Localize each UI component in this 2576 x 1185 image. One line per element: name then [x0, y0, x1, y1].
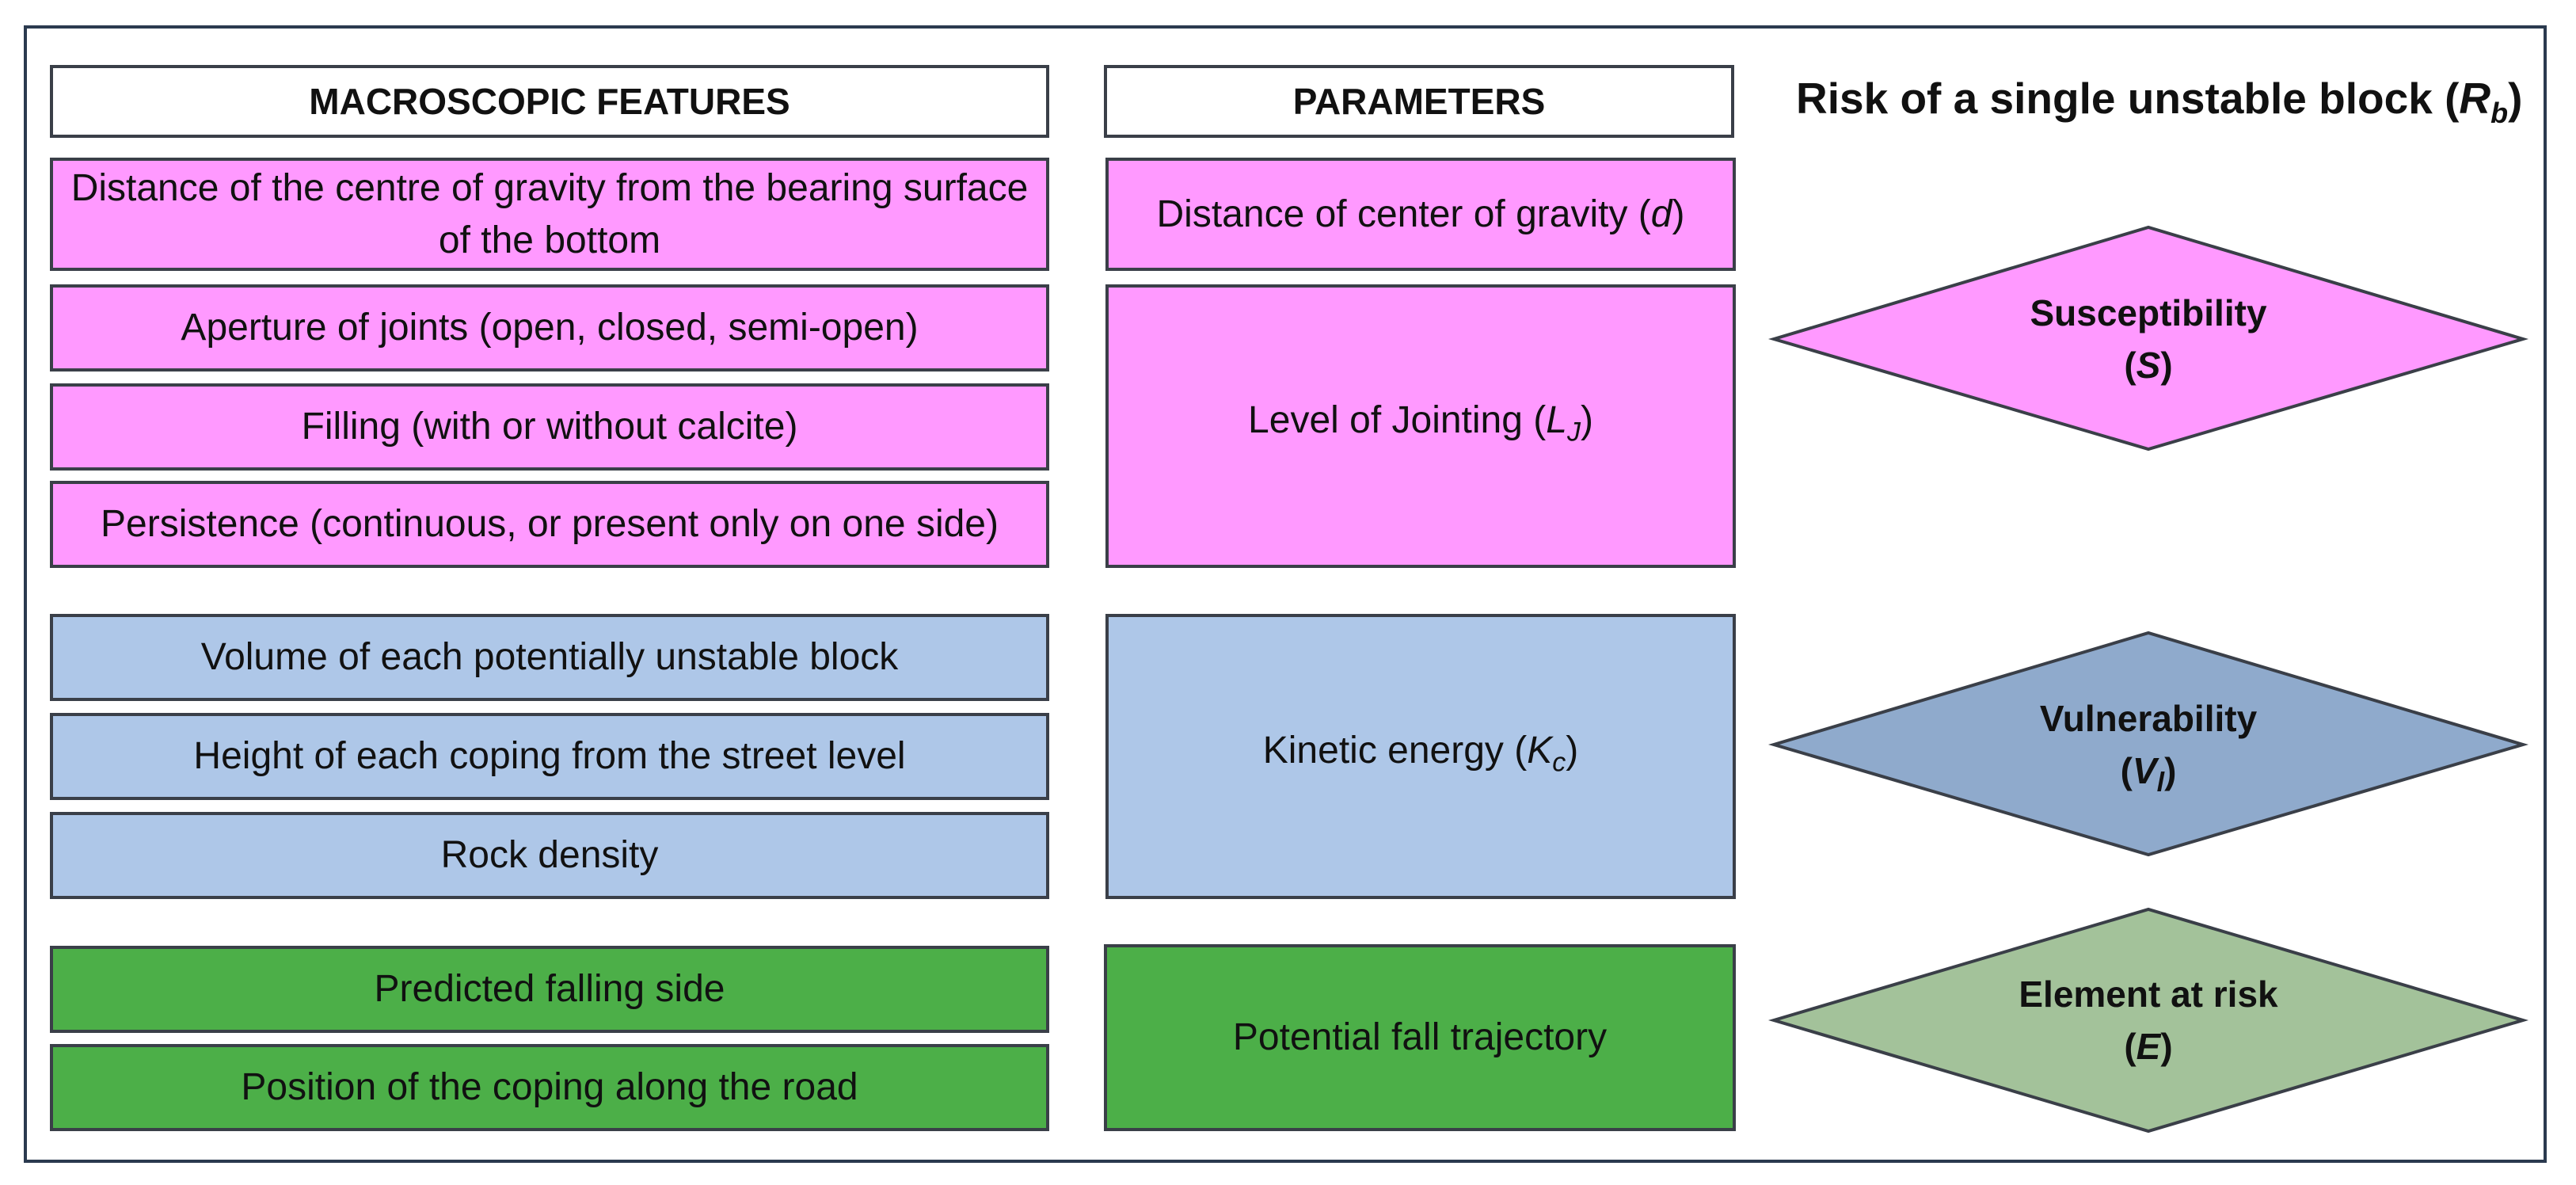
parameter-subscript: J — [1566, 417, 1581, 448]
parameter-text: Level of Jointing ( — [1248, 398, 1547, 441]
parameter-text: Distance of center of gravity ( — [1156, 192, 1651, 235]
diagram-title: Risk of a single unstable block (Rb) — [1796, 73, 2522, 130]
title-text: Risk of a single unstable block ( — [1796, 74, 2460, 123]
outcome-symbol: S — [2136, 345, 2161, 386]
title-close: ) — [2508, 74, 2523, 123]
susceptibility-label: Susceptibility (S) — [1950, 287, 2346, 391]
outcome-symbol: E — [2136, 1026, 2161, 1067]
outcome-open: ( — [2124, 1026, 2137, 1067]
macroscopic-features-header: MACROSCOPIC FEATURES — [50, 65, 1049, 138]
parameter-text: Potential fall trajectory — [1232, 1016, 1608, 1058]
outcome-open: ( — [2120, 750, 2133, 791]
feature-box: Persistence (continuous, or present only… — [50, 481, 1049, 568]
outcome-close: ) — [2160, 1026, 2173, 1067]
parameter-close: ) — [1566, 729, 1579, 772]
outcome-name: Vulnerability — [2039, 698, 2258, 739]
diagram-frame — [24, 25, 2547, 1163]
feature-box: Aperture of joints (open, closed, semi-o… — [50, 284, 1049, 372]
parameter-box-kinetic-energy: Kinetic energy (Kc) — [1105, 614, 1736, 899]
parameter-box-level-of-jointing: Level of Jointing (LJ) — [1105, 284, 1736, 568]
susceptibility-diamond — [1767, 225, 2529, 452]
parameter-subscript: c — [1552, 747, 1566, 778]
feature-box: Filling (with or without calcite) — [50, 383, 1049, 471]
feature-box: Predicted falling side — [50, 946, 1049, 1033]
feature-box: Height of each coping from the street le… — [50, 713, 1049, 800]
parameter-box-fall-trajectory: Potential fall trajectory — [1104, 944, 1736, 1131]
feature-box: Volume of each potentially unstable bloc… — [50, 614, 1049, 701]
parameters-header: PARAMETERS — [1104, 65, 1734, 138]
outcome-open: ( — [2124, 345, 2137, 386]
title-subscript: b — [2490, 97, 2509, 129]
outcome-name: Susceptibility — [2030, 292, 2267, 333]
element-at-risk-diamond — [1767, 907, 2529, 1134]
outcome-subscript: l — [2156, 768, 2165, 798]
outcome-symbol: V — [2132, 750, 2157, 791]
parameter-box-distance-center-gravity: Distance of center of gravity (d) — [1105, 158, 1736, 271]
vulnerability-label: Vulnerability (Vl) — [1950, 692, 2346, 809]
vulnerability-diamond — [1767, 631, 2529, 857]
parameter-symbol: K — [1527, 729, 1553, 772]
outcome-name: Element at risk — [2019, 974, 2278, 1015]
parameter-symbol: d — [1650, 192, 1672, 235]
parameter-text: Kinetic energy ( — [1262, 729, 1528, 772]
title-symbol: R — [2459, 74, 2491, 123]
outcome-close: ) — [2164, 750, 2177, 791]
parameter-close: ) — [1672, 192, 1685, 235]
outcome-close: ) — [2160, 345, 2173, 386]
feature-box: Distance of the centre of gravity from t… — [50, 158, 1049, 271]
parameter-symbol: L — [1546, 398, 1567, 441]
parameter-close: ) — [1580, 398, 1593, 441]
element-at-risk-label: Element at risk (E) — [1950, 968, 2346, 1073]
feature-box: Position of the coping along the road — [50, 1044, 1049, 1131]
feature-box: Rock density — [50, 812, 1049, 899]
